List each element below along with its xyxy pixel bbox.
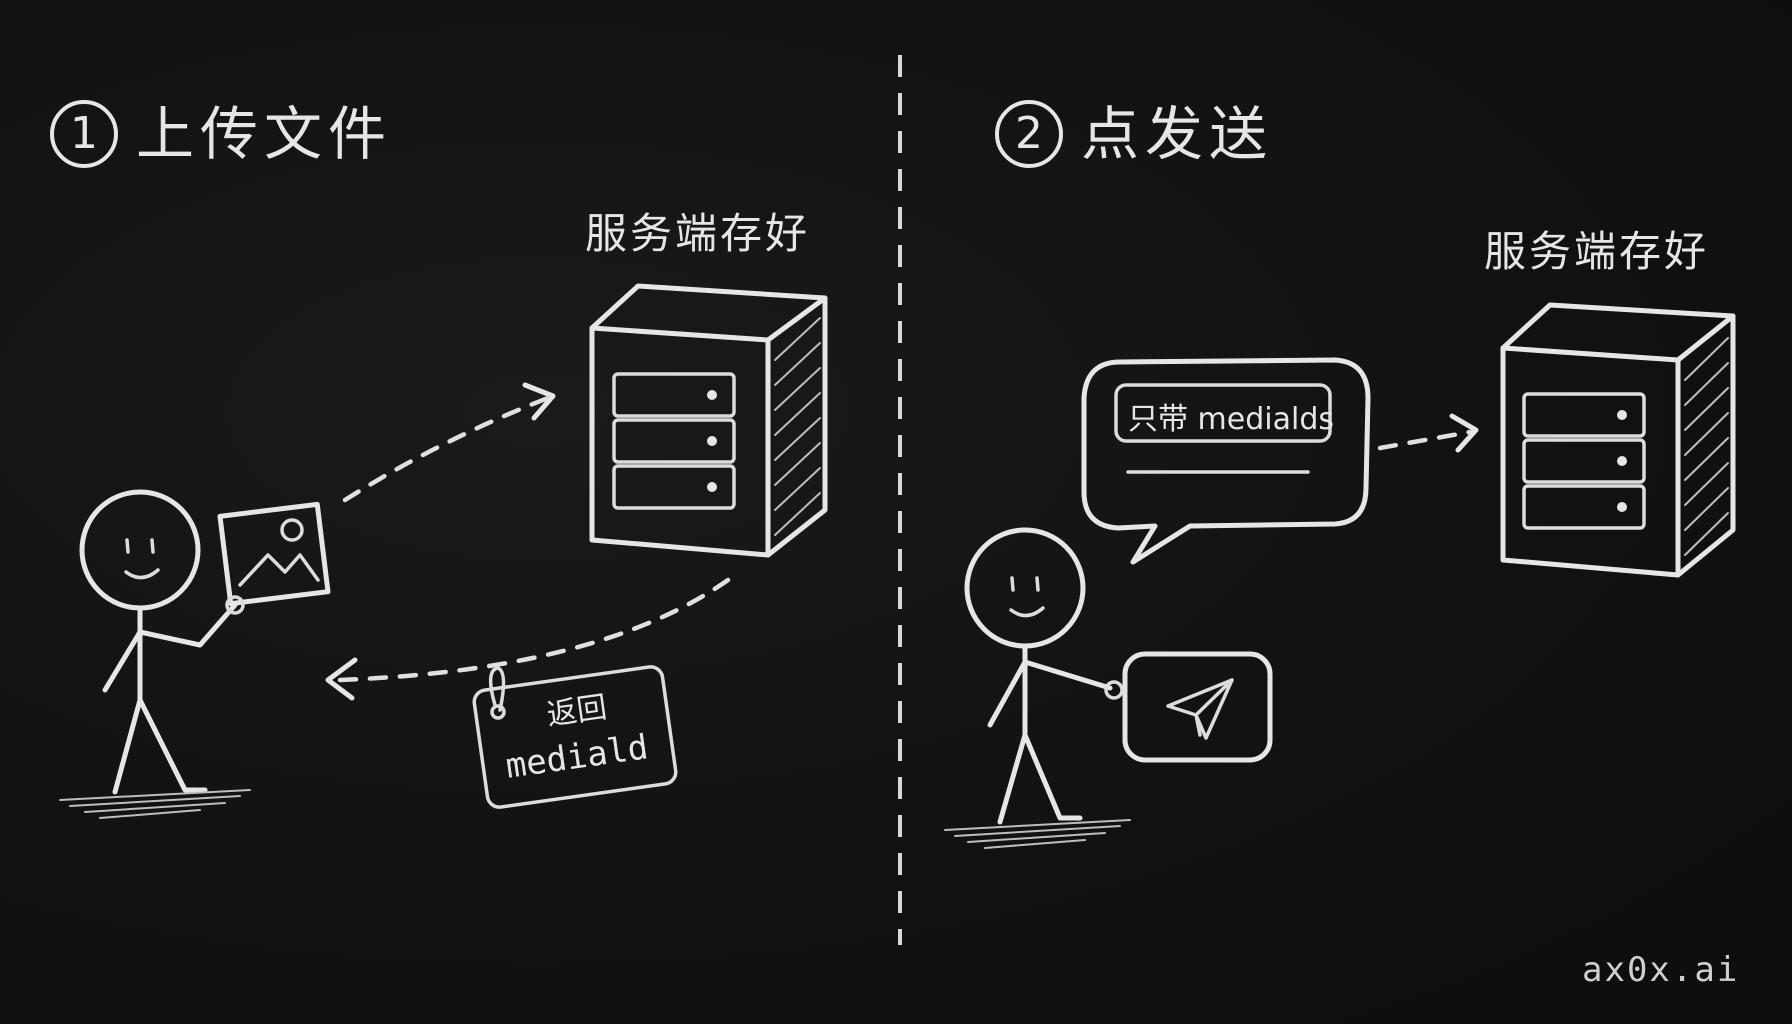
server-1-label: 服务端存好	[585, 209, 811, 258]
stick-figure-sender	[944, 527, 1131, 849]
step-1-title: 1 上传文件	[50, 100, 392, 168]
server-icon	[589, 283, 828, 558]
image-icon	[217, 501, 331, 615]
send-button	[1122, 651, 1273, 763]
watermark: ax0x.ai	[1582, 950, 1740, 990]
bubble-text: 只带 medialds	[1128, 402, 1334, 437]
step-2-title: 2 点发送	[995, 100, 1273, 168]
step-1-number: 1	[50, 100, 118, 168]
step-2-label: 点发送	[1081, 100, 1274, 168]
upload-arrow	[342, 382, 556, 503]
step-1-label: 上传文件	[136, 100, 393, 168]
return-tag	[472, 665, 678, 809]
message-bubble	[1081, 357, 1371, 565]
step-2-number: 2	[995, 100, 1063, 168]
server-icon	[1500, 302, 1736, 578]
send-icon	[1166, 678, 1234, 740]
server-2-label: 服务端存好	[1484, 227, 1710, 276]
send-arrow	[1377, 413, 1479, 453]
return-arrow	[325, 577, 731, 701]
stick-figure-uploader	[59, 489, 251, 819]
